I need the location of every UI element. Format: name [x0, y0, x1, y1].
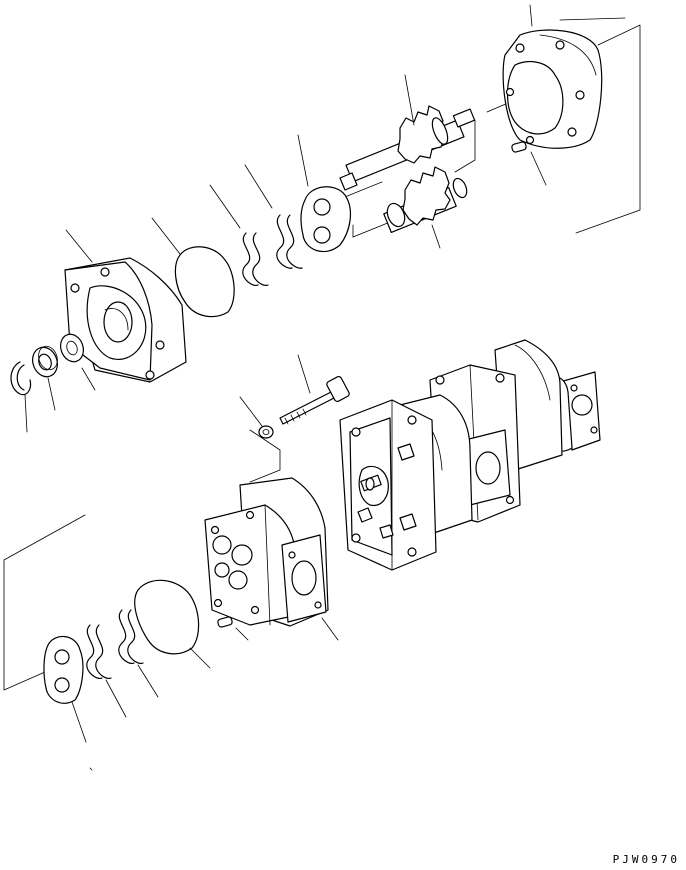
rear-plate	[503, 30, 602, 148]
leaders-lower	[72, 618, 338, 770]
seal-ring-lower-b	[119, 610, 143, 663]
washer-small	[57, 331, 87, 365]
seal-ring-upper-b	[277, 215, 302, 268]
drawing-code: PJW0970	[612, 853, 680, 866]
leaders-middle	[240, 355, 310, 426]
leaders-upper	[25, 5, 625, 432]
seal-ring-lower-a	[87, 625, 111, 678]
lower-pump-body	[205, 478, 328, 626]
lower-group-bracket	[4, 430, 280, 690]
oil-seal	[29, 344, 62, 381]
bolt-washer	[259, 426, 273, 438]
seal-ring-upper-a	[243, 233, 268, 285]
gasket-upper	[175, 247, 234, 317]
dowel-pin-upper	[511, 141, 527, 152]
bushing-plate-lower	[44, 636, 83, 703]
drive-shaft-gear	[340, 106, 475, 190]
snap-ring	[11, 362, 31, 395]
pump-assembly	[340, 340, 600, 570]
front-cover	[65, 258, 186, 382]
dowel-pin-lower	[217, 616, 233, 627]
bolt	[280, 376, 350, 424]
gasket-lower	[135, 580, 199, 654]
bushing-plate-upper	[301, 187, 350, 252]
driven-gear	[384, 167, 470, 232]
